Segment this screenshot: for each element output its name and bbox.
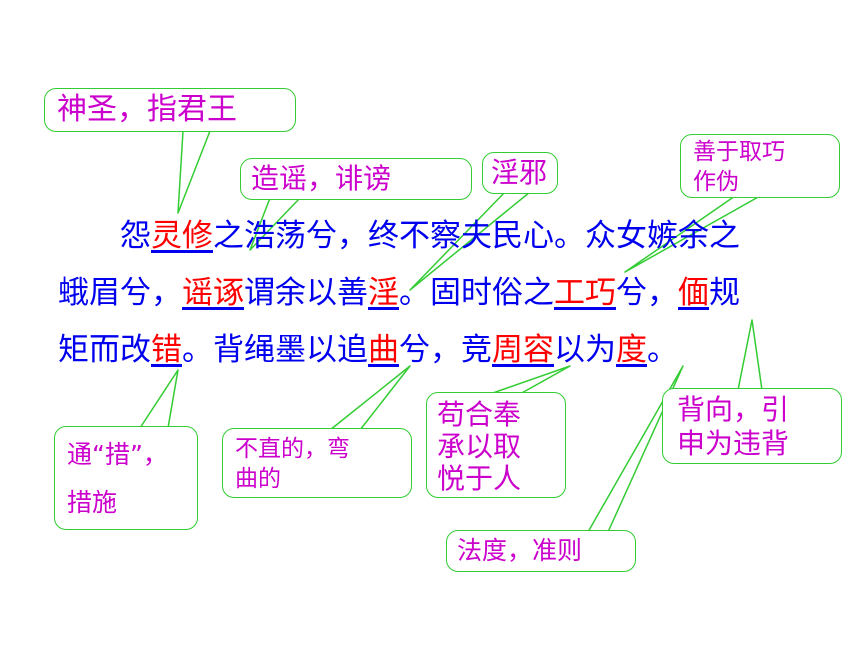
note-beixiang: 背向，引 申为违背 [662, 388, 842, 464]
passage-text: 。 [647, 332, 678, 368]
passage-text: 怨 [58, 218, 151, 254]
passage-text: 。固时俗之 [399, 275, 554, 311]
note-tongcuo: 通“措”， 措施 [54, 426, 198, 530]
note-shanyu: 善于取巧 作伪 [680, 134, 840, 198]
annotated-word: 谣诼 [182, 275, 244, 311]
annotated-word: 错 [151, 332, 182, 368]
pointer-shensheng [177, 130, 211, 214]
passage-text: 谓余以善 [244, 275, 368, 311]
passage-text: 蛾眉兮， [58, 275, 182, 311]
passage-text: 矩而改 [58, 332, 151, 368]
note-yinxie: 淫邪 [482, 152, 558, 194]
passage-text: 兮， [616, 275, 678, 311]
passage-text: 。背绳墨以追 [182, 332, 368, 368]
annotated-word: 周容 [492, 332, 554, 368]
annotated-word: 灵修 [151, 218, 213, 254]
note-fadu: 法度，准则 [446, 530, 636, 572]
note-shensheng: 神圣，指君王 [44, 88, 296, 132]
note-buzhi: 不直的，弯 曲的 [222, 428, 412, 498]
passage-line-1: 怨灵修之浩荡兮，终不察夫民心。众女嫉余之 [58, 208, 818, 265]
annotated-word: 曲 [368, 332, 399, 368]
annotated-word: 淫 [368, 275, 399, 311]
passage-text: 之浩荡兮，终不察夫民心。众女嫉余之 [213, 218, 740, 254]
annotated-word: 度 [616, 332, 647, 368]
annotated-word: 工巧 [554, 275, 616, 311]
passage-text: 以为 [554, 332, 616, 368]
passage-text: 规 [709, 275, 740, 311]
annotated-word: 偭 [678, 275, 709, 311]
note-gouhe: 苟合奉 承以取 悦于人 [426, 392, 566, 498]
passage-line-3: 矩而改错。背绳墨以追曲兮，竞周容以为度。 [58, 322, 818, 379]
passage-text: 兮，竞 [399, 332, 492, 368]
passage-line-2: 蛾眉兮，谣诼谓余以善淫。固时俗之工巧兮，偭规 [58, 265, 818, 322]
note-zaoyao: 造谣，诽谤 [240, 158, 472, 200]
